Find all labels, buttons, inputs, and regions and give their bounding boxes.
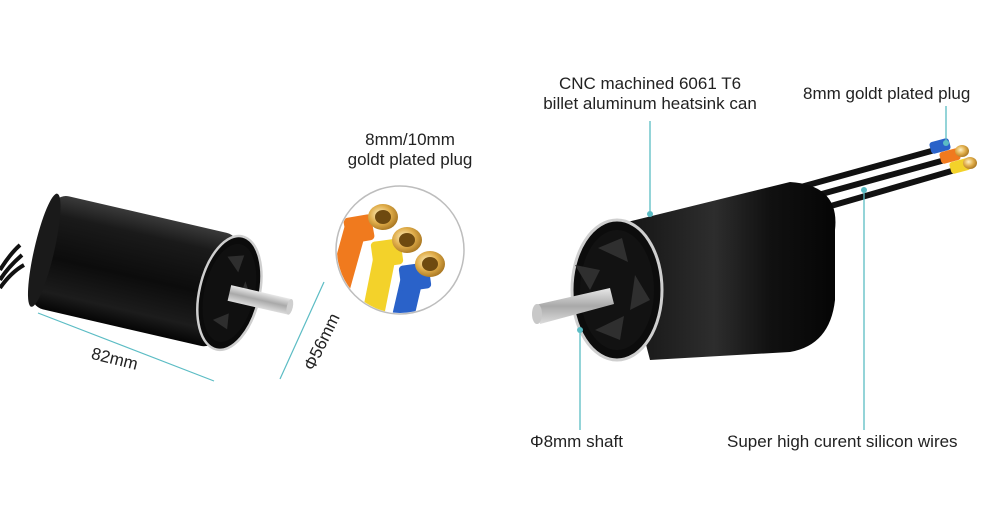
left-motor	[0, 193, 325, 382]
plug-inset	[335, 185, 465, 315]
plug-inset-line2: goldt plated plug	[347, 150, 473, 169]
can-caption-line1: CNC machined 6061 T6	[558, 74, 742, 93]
right-plug-label: 8mm goldt plated plug	[803, 84, 971, 103]
right-motor	[532, 106, 977, 430]
shaft-label: Φ8mm shaft	[530, 432, 623, 451]
plug-inset-caption: 8mm/10mm goldt plated plug	[320, 130, 500, 170]
wires-label: Super high curent silicon wires	[727, 432, 958, 451]
plug-inset-line1: 8mm/10mm	[365, 130, 455, 149]
can-caption: CNC machined 6061 T6 billet aluminum hea…	[520, 74, 780, 114]
can-caption-line2: billet aluminum heatsink can	[543, 94, 757, 113]
